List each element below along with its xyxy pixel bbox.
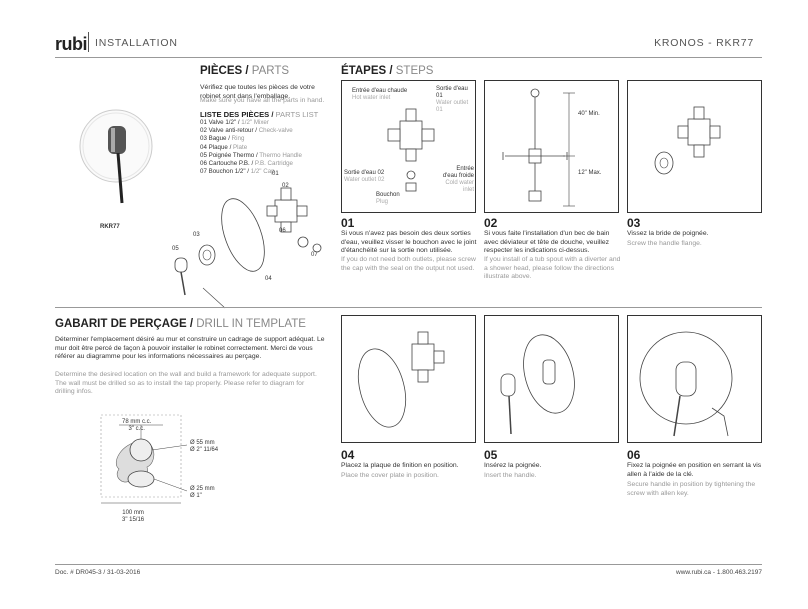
product-image (78, 98, 158, 208)
drill-template-diagram (85, 405, 285, 540)
list-item: 06 Cartouche P.B. / P.B. Cartridge (200, 160, 293, 168)
step-05-text-en: Insert the handle. (484, 472, 537, 479)
callout-06: 06 (279, 228, 286, 234)
parts-list-title: LISTE DES PIÈCES / PARTS LIST (200, 110, 319, 119)
step-04-diagram (341, 315, 476, 443)
step-04-text: Placez la plaque de finition en position… (341, 462, 459, 469)
header-rule (55, 57, 762, 58)
step-03-text-en: Screw the handle flange. (627, 240, 702, 247)
step-02-text-en: If you install of a tub spout with a div… (484, 256, 621, 281)
list-item: 07 Bouchon 1/2" / 1/2" Cap (200, 168, 275, 176)
step-03-number: 03 (627, 216, 641, 230)
step-04-number: 04 (341, 448, 355, 462)
product-title: KRONOS - RKR77 (654, 37, 754, 49)
callout-05: 05 (172, 246, 179, 252)
step-05-number: 05 (484, 448, 498, 462)
step-01-number: 01 (341, 216, 355, 230)
template-text-en: Determine the desired location on the wa… (55, 371, 317, 396)
template-text: Déterminer l'emplacement désiré au mur e… (55, 336, 325, 361)
template-title: GABARIT DE PERÇAGE / DRILL IN TEMPLATE (55, 318, 306, 330)
doc-number: Doc. # DR045-3 / 31-03-2016 (55, 569, 141, 576)
list-item: 01 Valve 1/2" / 1/2" Mixer (200, 119, 269, 126)
parts-list: 01 Valve 1/2" / 1/2" Mixer 02 Valve anti… (200, 119, 330, 176)
step-02-number: 02 (484, 216, 498, 230)
model-label: RKR77 (100, 224, 120, 230)
step-03-text: Vissez la bride de poignée. (627, 230, 709, 237)
parts-intro: Vérifiez que toutes les pièces de votre … (200, 84, 315, 100)
dim-top-label: 40" Min. (578, 111, 600, 117)
step-06-number: 06 (627, 448, 641, 462)
step-05-diagram (484, 315, 619, 443)
step-05-text: Insérez la poignée. (484, 462, 542, 469)
step-03-diagram (627, 80, 762, 213)
brand-logo: rubi (55, 34, 88, 54)
steps-title: ÉTAPES / STEPS (341, 65, 434, 77)
step-02-text: Si vous faite l'installation d'un bec de… (484, 230, 610, 255)
callout-01: 01 (272, 171, 279, 177)
list-item: 02 Valve anti-retour / Check-valve (200, 127, 293, 135)
contact-info: www.rubi.ca - 1.800.463.2197 (676, 569, 762, 576)
callout-07: 07 (311, 252, 318, 258)
step-01-text-en: If you do not need both outlets, please … (341, 256, 476, 272)
step-06-diagram (627, 315, 762, 443)
step-06-text-en: Secure handle in position by tightening … (627, 481, 756, 497)
list-item: 03 Bague / Ring (200, 135, 245, 143)
list-item: 04 Plaque / Plate (200, 143, 248, 151)
step-04-text-en: Place the cover plate in position. (341, 472, 439, 479)
section-title: INSTALLATION (95, 37, 178, 49)
step-06-text: Fixez la poignée en position en serrant … (627, 462, 762, 478)
exploded-parts-diagram (165, 170, 330, 310)
parts-title: PIÈCES / PARTS (200, 65, 290, 77)
dim-cc: 78 mm c.c.3" c.c. (122, 419, 152, 432)
parts-intro-en: Make sure you have all the parts in hand… (200, 97, 325, 104)
step-01-diagram (341, 80, 476, 213)
section-rule (55, 307, 762, 308)
footer-rule (55, 564, 762, 565)
callout-03: 03 (193, 232, 200, 238)
step-01-text: Si vous n'avez pas besoin des deux sorti… (341, 230, 477, 255)
dim-bottom-label: 12" Max. (578, 170, 602, 176)
list-item: 05 Poignée Thermo / Thermo Handle (200, 151, 302, 159)
callout-04: 04 (265, 276, 272, 282)
step-02-diagram (484, 80, 619, 213)
callout-02: 02 (282, 183, 289, 189)
header-divider (88, 32, 89, 52)
